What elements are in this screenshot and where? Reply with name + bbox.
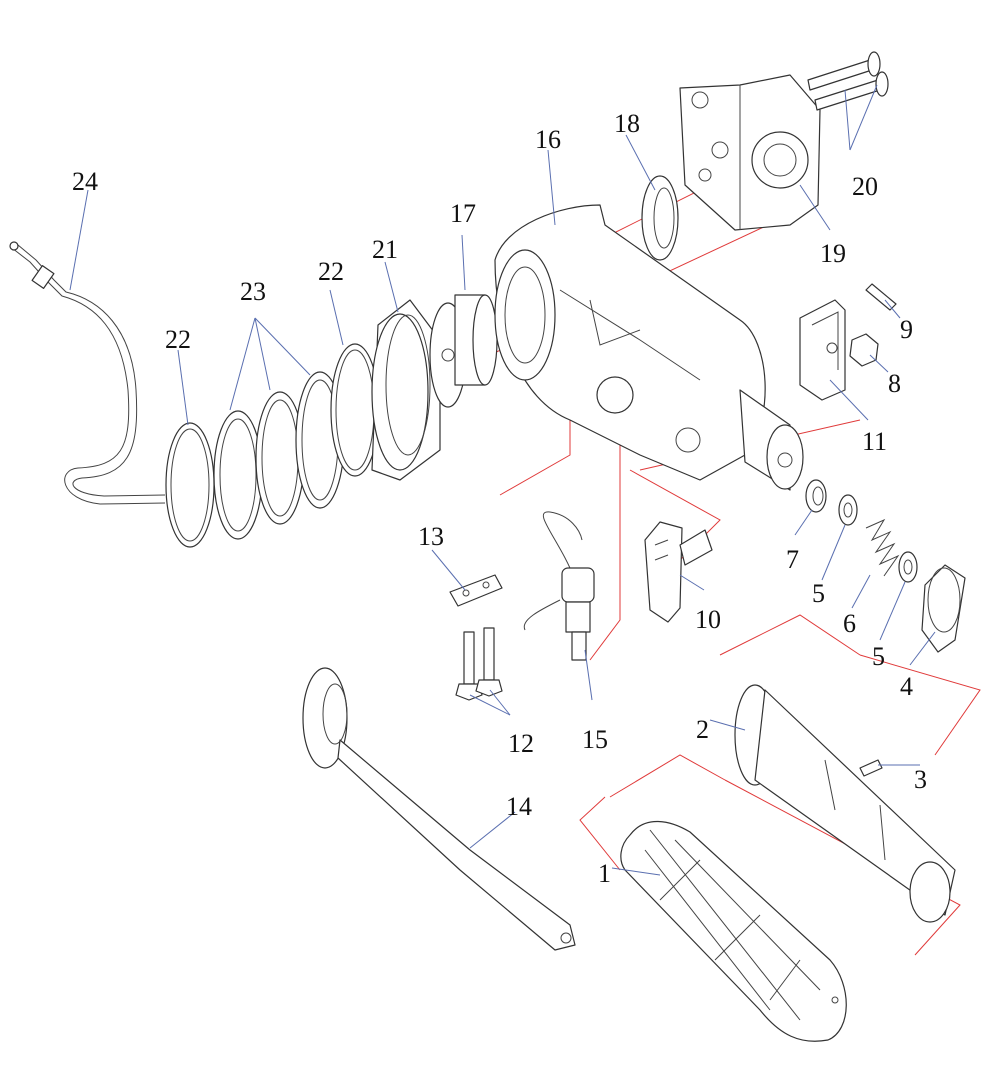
- callout-18: 18: [614, 109, 640, 138]
- part-22-ring-right: [330, 343, 380, 477]
- part-14-rod: [302, 667, 576, 951]
- part-20-bolts: [807, 51, 889, 111]
- callout-labels: 24 22 23 22 21 17 16 18 19 20 9 8 11 7 5…: [72, 109, 927, 888]
- callout-22-right: 22: [318, 257, 344, 286]
- part-22-ring-left: [165, 422, 215, 548]
- callout-10: 10: [695, 605, 721, 634]
- callout-6: 6: [843, 609, 856, 638]
- part-7-collar: [805, 479, 827, 513]
- callout-9: 9: [900, 315, 913, 344]
- callout-5-lower: 5: [872, 642, 885, 671]
- part-24-cable: [9, 241, 166, 505]
- part-9-pin: [865, 283, 897, 311]
- callout-11: 11: [862, 427, 887, 456]
- callout-17: 17: [450, 199, 476, 228]
- part-10-switch: [644, 521, 713, 623]
- callout-15: 15: [582, 725, 608, 754]
- part-16-main-housing: [494, 204, 804, 491]
- part-3-screw: [859, 759, 883, 777]
- part-13-plate: [449, 574, 503, 607]
- callout-8: 8: [888, 369, 901, 398]
- leader-lines: [69, 84, 936, 876]
- callout-16: 16: [535, 125, 561, 154]
- callout-13: 13: [418, 522, 444, 551]
- part-18-washer: [641, 175, 679, 261]
- callout-21: 21: [372, 235, 398, 264]
- callout-20: 20: [852, 172, 878, 201]
- part-17-coupling: [429, 294, 498, 408]
- part-6-spring: [865, 518, 900, 577]
- callout-1: 1: [598, 859, 611, 888]
- callout-2: 2: [696, 715, 709, 744]
- callout-23: 23: [240, 277, 266, 306]
- callout-7: 7: [786, 545, 799, 574]
- callout-3: 3: [914, 765, 927, 794]
- part-8-nut: [849, 333, 879, 367]
- callout-12: 12: [508, 729, 534, 758]
- part-1-handle-grip: [620, 820, 847, 1042]
- callout-5-upper: 5: [812, 579, 825, 608]
- callout-4: 4: [900, 672, 913, 701]
- callout-22-left: 22: [165, 325, 191, 354]
- part-5-washers: [838, 494, 918, 583]
- part-21-sleeve: [371, 299, 441, 481]
- part-2-grip-sleeve: [734, 684, 956, 923]
- part-4-cap: [921, 564, 966, 653]
- part-12-screws: [455, 627, 503, 701]
- part-15-sensor: [523, 511, 595, 661]
- callout-14: 14: [506, 792, 532, 821]
- part-19-bracket: [679, 74, 821, 231]
- callout-24: 24: [72, 167, 98, 196]
- part-11-clamp: [799, 299, 846, 401]
- callout-19: 19: [820, 239, 846, 268]
